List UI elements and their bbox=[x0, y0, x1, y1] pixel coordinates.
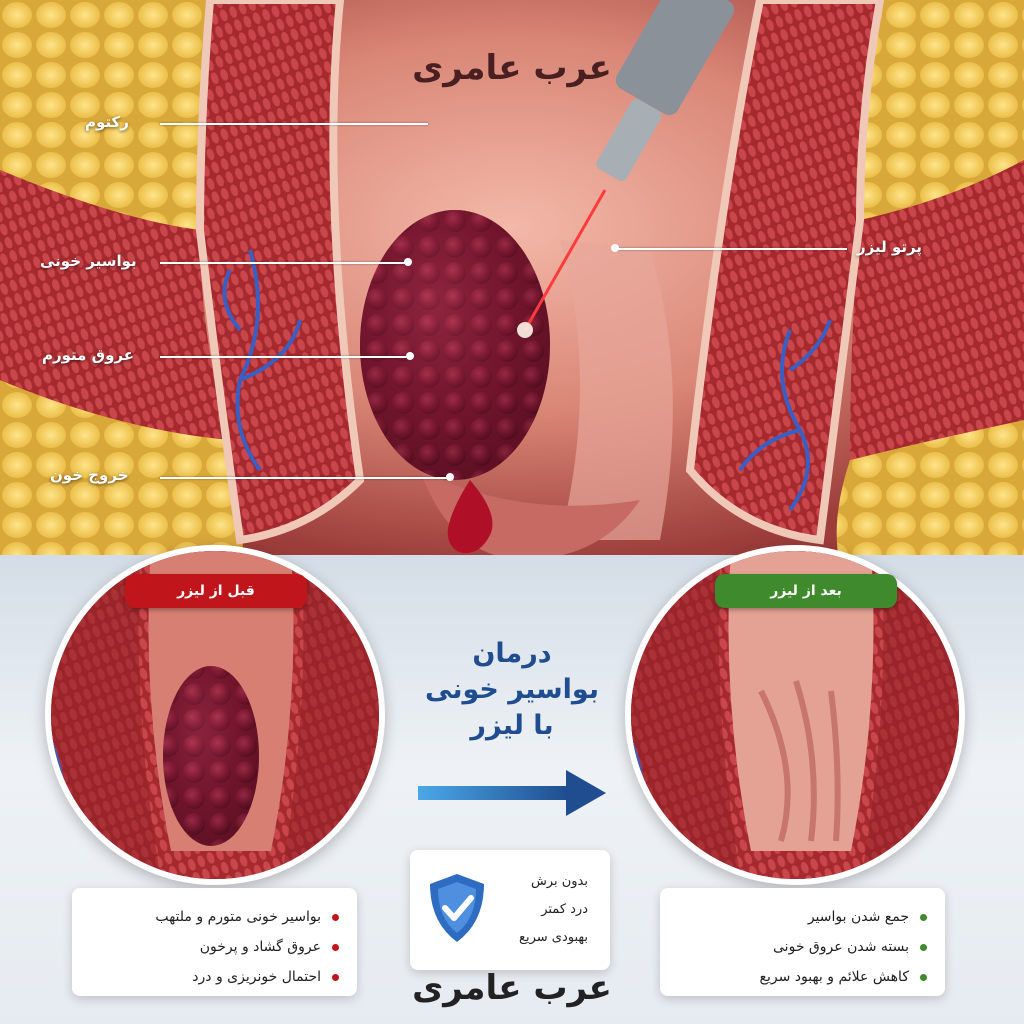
leader-rectum bbox=[160, 123, 428, 125]
center-title: درمان بواسیر خونی با لیزر bbox=[402, 636, 622, 744]
benefits-list: بدون برش درد کمتر بهبودی سریع bbox=[519, 868, 588, 952]
benefit-less-pain: درد کمتر bbox=[541, 902, 588, 917]
laser-device-icon bbox=[517, 0, 735, 338]
leader-swollen-veins bbox=[160, 356, 410, 358]
center-title-line-1: درمان bbox=[472, 638, 552, 669]
bullet-green bbox=[920, 944, 927, 951]
anatomy-illustration: عرب عامری رکتوم بواسیر خونی عروق متورم خ… bbox=[0, 0, 1024, 565]
before-item: بواسیر خونی متورم و ملتهب bbox=[90, 902, 339, 932]
leader-hemorrhoid bbox=[160, 262, 408, 264]
before-item: احتمال خونریزی و درد bbox=[90, 962, 339, 992]
before-ribbon: قبل از لیزر bbox=[125, 574, 307, 608]
arrow-right-icon bbox=[418, 770, 606, 816]
dot-bleeding bbox=[446, 473, 454, 481]
before-item: عروق گشاد و پرخون bbox=[90, 932, 339, 962]
leader-bleeding bbox=[160, 477, 450, 479]
brand-title-bottom: عرب عامری bbox=[412, 968, 612, 1008]
after-item: جمع شدن بواسیر bbox=[678, 902, 927, 932]
center-title-line-3: با لیزر bbox=[470, 710, 554, 741]
label-hemorrhoid: بواسیر خونی bbox=[40, 252, 137, 270]
bullet-red bbox=[332, 944, 339, 951]
bullet-green bbox=[920, 914, 927, 921]
benefit-fast-recovery: بهبودی سریع bbox=[519, 930, 588, 945]
bullet-red bbox=[332, 974, 339, 981]
after-ribbon: بعد از لیزر bbox=[715, 574, 897, 608]
label-rectum: رکتوم bbox=[85, 113, 129, 131]
after-item: کاهش علائم و بهبود سریع bbox=[678, 962, 927, 992]
anatomy-drawing bbox=[0, 0, 1024, 565]
shield-check-icon bbox=[430, 874, 484, 942]
label-bleeding: خروج خون bbox=[50, 466, 129, 484]
bullet-red bbox=[332, 914, 339, 921]
brand-title-top: عرب عامری bbox=[412, 48, 612, 88]
dot-swollen-veins bbox=[406, 352, 414, 360]
benefit-no-incision: بدون برش bbox=[530, 874, 588, 889]
label-laser-beam: پرتو لیزر bbox=[857, 238, 922, 256]
after-item: بسته شدن عروق خونی bbox=[678, 932, 927, 962]
bullet-green bbox=[920, 974, 927, 981]
leader-laser-beam bbox=[615, 248, 847, 250]
dot-laser-beam bbox=[611, 244, 619, 252]
after-card: جمع شدن بواسیر بسته شدن عروق خونی کاهش ع… bbox=[660, 888, 945, 996]
dot-hemorrhoid bbox=[404, 258, 412, 266]
center-title-line-2: بواسیر خونی bbox=[425, 674, 599, 705]
label-swollen-veins: عروق متورم bbox=[42, 346, 134, 364]
before-card: بواسیر خونی متورم و ملتهب عروق گشاد و پر… bbox=[72, 888, 357, 996]
benefits-card: بدون برش درد کمتر بهبودی سریع bbox=[410, 850, 610, 970]
